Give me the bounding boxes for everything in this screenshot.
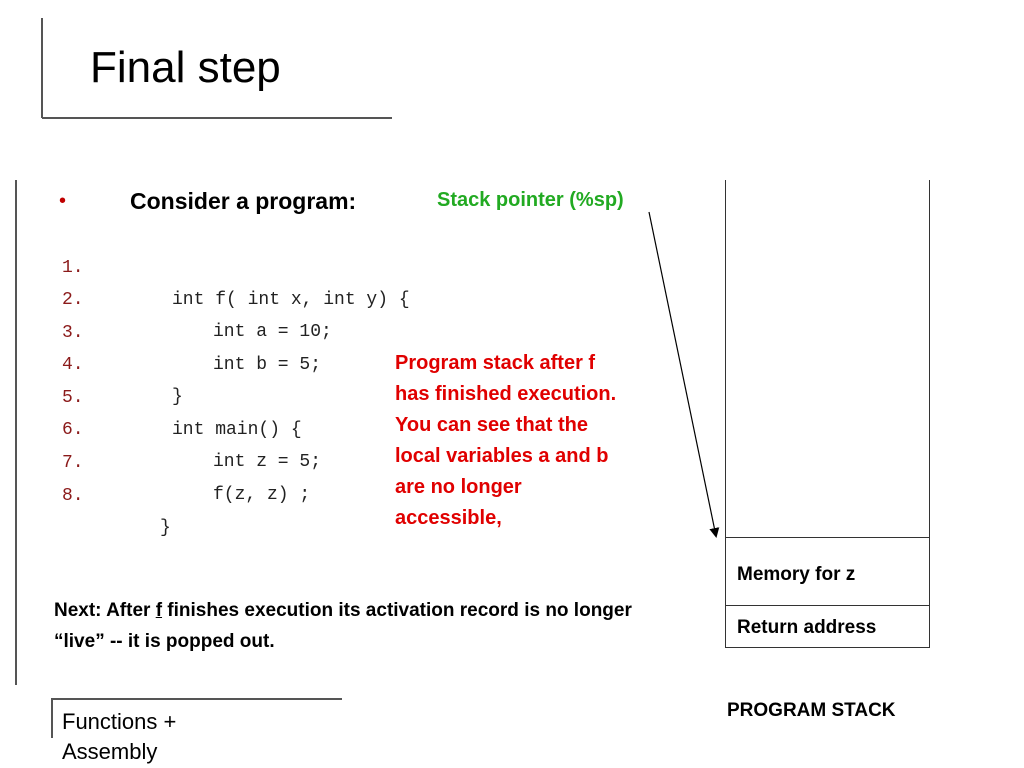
- stack-divider: [726, 605, 929, 606]
- code-line-number: 2.: [62, 290, 84, 310]
- code-line-number: 4.: [62, 355, 84, 375]
- code-line-number: 6.: [62, 420, 84, 440]
- stack-cell-memory-for-z: Memory for z: [737, 564, 856, 585]
- code-line: 7. f(z, z) ;: [0, 415, 310, 505]
- bullet-text: Consider a program:: [130, 188, 357, 214]
- footer-frame-horizontal-line: [52, 698, 342, 700]
- code-line: 1. int f( int x, int y) {: [0, 220, 410, 310]
- program-stack: Memory for z Return address: [725, 180, 930, 648]
- code-line-text: int b = 5;: [213, 355, 322, 375]
- code-line: 8. }: [0, 448, 171, 538]
- code-line-text: int a = 10;: [213, 322, 332, 342]
- code-line-text: int main() {: [172, 420, 302, 440]
- footer-text: Functions + Assembly: [62, 707, 176, 767]
- footer-frame-vertical-line: [51, 698, 53, 738]
- code-line: 3. int b = 5;: [0, 285, 321, 375]
- code-line-text: }: [160, 518, 171, 538]
- next-note-suffix: finishes execution its activation record…: [54, 600, 632, 652]
- annotation-line: are no longer: [395, 476, 522, 498]
- code-line-text: }: [172, 387, 183, 407]
- bullet-marker: •: [59, 190, 67, 212]
- code-line-number: 3.: [62, 323, 84, 343]
- slide-title: Final step: [90, 43, 281, 92]
- annotation-line: accessible,: [395, 507, 502, 529]
- code-line-text: f(z, z) ;: [213, 485, 311, 505]
- code-line-number: 5.: [62, 388, 84, 408]
- annotation-line: has finished execution.: [395, 383, 617, 405]
- stack-pointer-label: Stack pointer (%sp): [437, 189, 624, 211]
- next-step-note: Next: After f finishes execution its act…: [54, 595, 654, 657]
- code-line: 5. int main() {: [0, 350, 302, 440]
- code-line-number: 1.: [62, 258, 84, 278]
- program-stack-label: PROGRAM STACK: [727, 700, 896, 721]
- code-line-text: int z = 5;: [213, 452, 322, 472]
- code-line: 6. int z = 5;: [0, 382, 321, 472]
- title-frame-vertical-line: [41, 18, 43, 118]
- title-frame-horizontal-line: [42, 117, 392, 119]
- code-line: 2. int a = 10;: [0, 252, 332, 342]
- code-line-number: 8.: [62, 486, 84, 506]
- annotation-line: You can see that the: [395, 414, 589, 436]
- annotation-line: local variables a and b: [395, 445, 609, 467]
- stack-divider: [726, 537, 929, 538]
- stack-annotation: Program stack after f has finished execu…: [395, 348, 655, 534]
- next-note-prefix: Next: After: [54, 600, 156, 621]
- footer-line-2: Assembly: [62, 739, 158, 764]
- code-line: 4. }: [0, 317, 183, 407]
- code-line-number: 7.: [62, 453, 84, 473]
- footer-line-1: Functions +: [62, 709, 177, 734]
- content-frame-line: [15, 180, 17, 685]
- stack-cell-return-address: Return address: [737, 617, 877, 638]
- code-line-text: int f( int x, int y) {: [172, 290, 410, 310]
- annotation-line: Program stack after f: [395, 352, 596, 374]
- next-note-function-name: f: [155, 600, 163, 621]
